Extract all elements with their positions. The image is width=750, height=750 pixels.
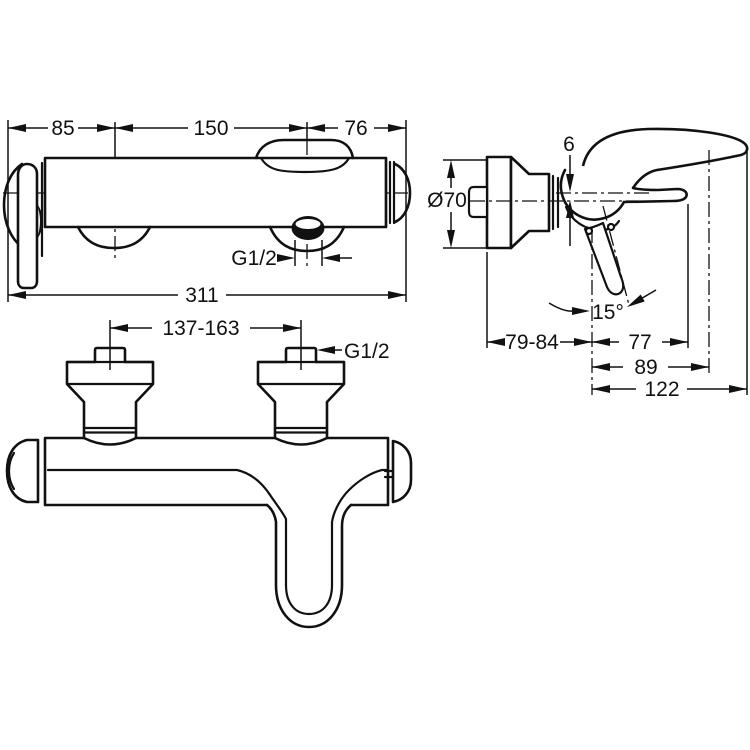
arrowhead [97,124,115,132]
angle-15-label: 15° [592,301,624,324]
arrowhead [307,124,325,132]
lever-shadow-wedge [37,205,43,238]
dim-89-label: 89 [634,356,657,379]
right-cap-rings [384,156,396,229]
spout-outer [265,503,353,629]
arrowhead [670,338,688,346]
flange-tab [467,185,489,219]
neck-ring-grooves [551,174,560,231]
side-center-lines [470,150,710,395]
right-cap-notch [383,469,395,479]
arrowhead [592,338,610,346]
dim-122-label: 122 [644,378,679,401]
arrowhead [487,338,505,346]
right-end-cap [391,439,413,504]
lever-handle-front [16,162,39,290]
dim-line-137-163 [109,320,302,370]
arrowhead [317,346,335,354]
left-under-dome [76,225,152,250]
arrowhead [115,124,133,132]
dim-dia70-label: Ø70 [427,189,467,212]
left-end-cap [5,438,40,504]
bottom-view: 137-163 G1/2 [5,317,413,629]
arrowhead [592,363,610,371]
arrowhead [729,385,747,393]
lever-pivot-dot [584,226,594,236]
arrowhead [283,324,301,332]
arrowhead [572,307,590,315]
s-union-outline [65,346,155,446]
arrowhead [8,124,26,132]
handle-tongue [622,186,688,204]
handle-blade [581,127,749,189]
dim-150-label: 150 [193,117,228,140]
dim-77-label: 77 [628,331,651,354]
arrowhead [691,363,709,371]
arrowhead [447,230,455,248]
arrowhead [388,291,406,299]
lever-drop-paddle [583,221,625,296]
dim-85-label: 85 [51,117,74,140]
arrowhead [574,338,592,346]
bar-outline [43,436,390,507]
outlet-under-dome [268,225,346,253]
arrowhead [447,160,455,178]
arrowhead [388,124,406,132]
front-edge-and-spout-inner [46,468,389,616]
arrowhead [322,254,340,262]
arrowhead [592,385,610,393]
arrowhead [110,324,128,332]
left-cap-shading-arc [7,451,16,491]
cartridge-dome-inner-edge [259,156,351,174]
dim-line-dia70 [443,159,487,249]
front-view: 85 150 76 311 G1/2 [2,117,412,307]
front-thread-label: G1/2 [231,247,277,270]
arrowhead [277,254,295,262]
dim-79-84-label: 79-84 [505,331,559,354]
s-union-outline [256,346,346,446]
wall-flange [485,155,513,250]
outlet-opening-highlight [295,219,321,229]
right-end-cap [393,162,412,224]
dim-311-label: 311 [185,284,218,307]
arrowhead [627,294,645,307]
dim-137-163-label: 137-163 [162,317,239,340]
arrowhead [289,124,307,132]
dim-6-label: 6 [563,133,575,156]
arrowhead [8,291,26,299]
cartridge-ball [559,168,626,221]
dim-76-label: 76 [344,117,367,140]
cartridge-dome [254,138,355,160]
side-view: 6 Ø70 15° 79-84 77 89 122 [427,127,749,401]
left-ball-crescent [2,162,24,249]
bottom-thread-label: G1/2 [344,340,390,363]
arrowhead [566,174,574,192]
flange-neck [509,155,551,250]
arrowhead [566,200,574,218]
